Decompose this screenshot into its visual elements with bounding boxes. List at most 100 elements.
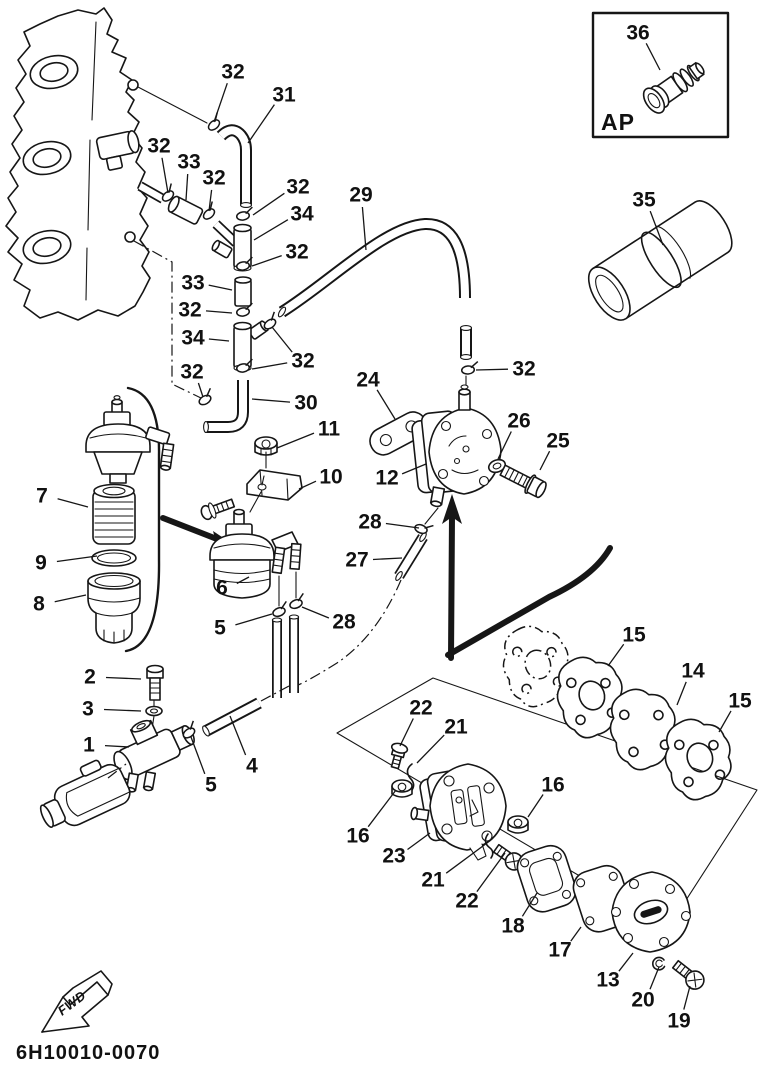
callout-2: 2: [84, 666, 96, 689]
gasket-24: [369, 411, 428, 456]
leader-line-27: [372, 557, 403, 561]
nut-11: [254, 436, 278, 456]
leader-line-13: [618, 952, 634, 972]
connector-housing: [39, 759, 131, 828]
callout-32: 32: [285, 241, 308, 264]
leader-line-32: [252, 192, 285, 216]
callout-11: 11: [318, 418, 341, 441]
leader-line-21: [416, 734, 445, 764]
callout-31: 31: [272, 84, 296, 107]
callout-14: 14: [681, 660, 705, 683]
callout-15: 15: [622, 624, 646, 647]
leader-line-2: [105, 676, 142, 680]
leader-line-5: [235, 613, 273, 626]
fuel-pump-exploded-group: [336, 615, 758, 990]
leader-line-3: [103, 708, 142, 712]
callout-32: 32: [180, 361, 203, 384]
hose-stub: [138, 183, 165, 202]
block-port-lower: [124, 231, 136, 243]
ap-inset-box: AP: [591, 11, 730, 139]
fitting-36: [642, 61, 705, 114]
leader-line-14: [676, 681, 687, 706]
callout-32: 32: [286, 176, 309, 199]
engine-block: [5, 7, 208, 399]
leader-line-26: [497, 431, 512, 460]
bolt-25: [499, 464, 547, 499]
callout-16: 16: [346, 825, 369, 848]
callout-32: 32: [178, 299, 201, 322]
callout-32: 32: [147, 135, 170, 158]
callout-32: 32: [291, 350, 314, 373]
leader-line-22: [476, 852, 506, 892]
leader-line-15: [607, 643, 625, 667]
callout-25: 25: [546, 430, 570, 453]
leader-line-33: [208, 284, 233, 291]
leader-line-32: [251, 254, 282, 267]
fuel-filter-exploded-group: [85, 386, 303, 698]
leader-line-10: [298, 480, 317, 490]
screw-19: [671, 959, 705, 990]
drawing-number: 6H10010-0070: [16, 1042, 160, 1064]
leader-line-25: [539, 450, 551, 471]
callout-18: 18: [501, 915, 525, 938]
clip-21a: [406, 763, 415, 791]
callout-5: 5: [205, 774, 217, 797]
leader-line-32: [161, 157, 169, 194]
leader-line-16: [527, 794, 544, 818]
leader-line-7: [57, 498, 89, 508]
leader-line-33: [185, 173, 189, 201]
pump-cover-13: [610, 871, 692, 953]
callout-16: 16: [541, 774, 564, 797]
callout-32: 32: [512, 358, 535, 381]
fuel-joint-1: [113, 719, 195, 793]
filter-element-7: [92, 483, 136, 545]
callout-27: 27: [345, 549, 368, 572]
callout-3: 3: [82, 698, 94, 721]
leader-line-34: [208, 338, 230, 342]
filter-head-exploded: [85, 395, 175, 484]
intake-silencer-35: [587, 200, 733, 321]
leader-line-31: [247, 104, 275, 144]
leader-line-1: [104, 744, 130, 748]
bolt-2: [146, 664, 164, 701]
leader-line-32: [205, 310, 233, 314]
callout-24: 24: [356, 369, 380, 392]
fwd-arrow: FWD: [41, 970, 113, 1033]
leader-line-16: [367, 789, 397, 828]
leader-line-36: [645, 43, 661, 71]
leader-line-8: [54, 594, 87, 603]
leader-line-29: [361, 206, 367, 251]
callout-21: 21: [421, 869, 445, 892]
clip-21b: [484, 833, 494, 859]
leader-line-9: [56, 555, 98, 563]
block-port-upper: [127, 79, 139, 91]
callout-32: 32: [202, 167, 225, 190]
nut-16b: [507, 815, 529, 834]
assembly-arrow-right: [442, 494, 613, 661]
leader-line-32: [251, 362, 288, 370]
callout-17: 17: [548, 939, 571, 962]
bracket-bolt: [200, 498, 236, 521]
leader-line-11: [276, 432, 315, 449]
nut-16a: [391, 779, 413, 798]
washer-20: [652, 956, 666, 971]
callout-19: 19: [667, 1010, 690, 1033]
callout-35: 35: [632, 189, 656, 212]
leader-line-32: [271, 326, 293, 353]
callout-5: 5: [214, 617, 226, 640]
leader-line-24: [376, 389, 396, 420]
leader-line-32: [208, 189, 213, 212]
leader-line-4: [229, 715, 247, 756]
fuel-pipes-5: [271, 614, 300, 698]
leader-line-22: [399, 718, 414, 747]
callout-23: 23: [382, 845, 405, 868]
callout-21: 21: [444, 716, 468, 739]
hose-31: [218, 126, 250, 204]
callout-15: 15: [728, 690, 752, 713]
block-fitting: [95, 130, 140, 171]
leader-line-32: [197, 382, 204, 398]
leader-line-19: [683, 985, 691, 1010]
leader-line-6: [236, 576, 250, 585]
